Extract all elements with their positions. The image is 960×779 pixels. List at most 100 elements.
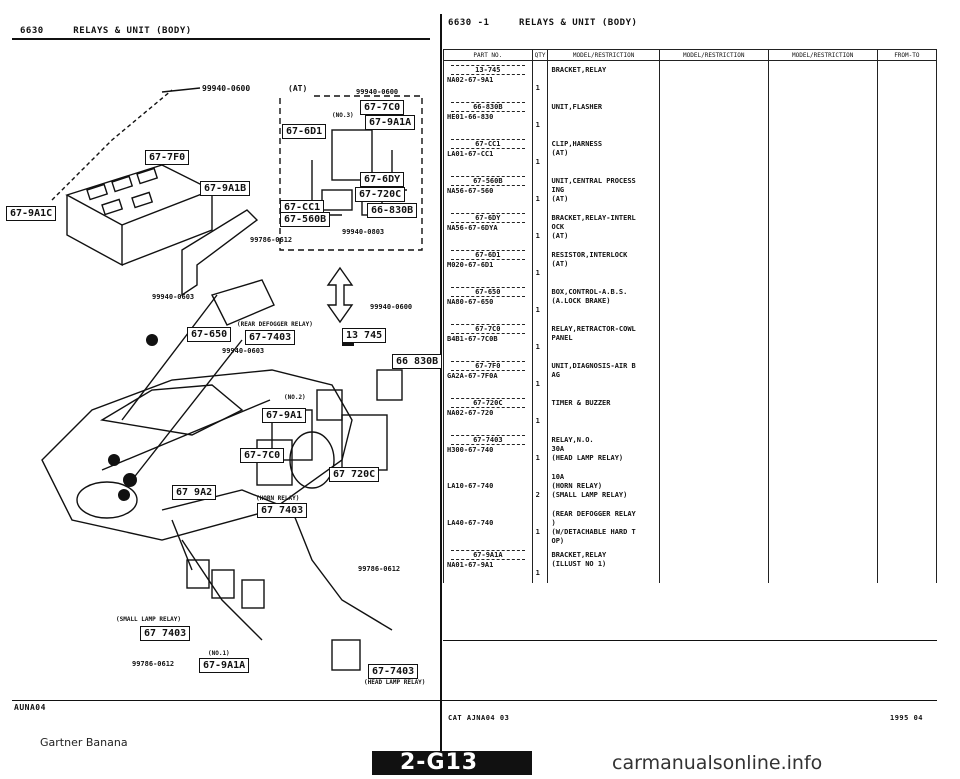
cell-description: RELAY,N.O. 30A (HEAD LAMP RELAY) [547,431,660,468]
cell-from-to [876,320,938,357]
description-text: (REAR DEFOGGER RELAY ) (W/DETACHABLE HAR… [551,510,636,545]
cell-model-2 [658,546,769,583]
description-text: UNIT,FLASHER [551,103,603,111]
cell-description: RESISTOR,INTERLOCK (AT) [547,246,660,283]
cell-qty: 1 [531,60,549,98]
part-label-head-lamp: (HEAD LAMP RELAY) [364,679,426,686]
cell-model-3 [767,320,878,357]
callout-67-9a1c: 67-9A1C [6,206,57,221]
cell-from-to [876,394,938,431]
part-number: M020-67-6D1 [447,261,494,269]
cell-model-2 [658,60,769,98]
cell-from-to [876,468,938,505]
cell-qty: 1 [531,209,549,246]
cell-model-3 [767,505,878,546]
cell-model-2 [658,468,769,505]
qty-value: 1 [535,84,540,92]
part-number: GA2A-67-7F0A [447,372,498,380]
col-model-restriction-3: MODEL/RESTRICTION [767,49,878,61]
cell-model-3 [767,394,878,431]
cell-model-3 [767,209,878,246]
callout-67-7403-head: 67-7403 [368,664,419,679]
part-number: H300-67-740 [447,446,494,454]
qty-value: 1 [535,380,540,388]
footer-left-code: AUNA04 [14,703,46,712]
watermark-right: carmanualsonline.info [612,752,823,774]
callout-67-560b: 67-560B [280,212,331,227]
description-text: RESISTOR,INTERLOCK (AT) [551,251,628,268]
cell-from-to [876,431,938,468]
cell-model-3 [767,60,878,98]
cell-model-2 [658,209,769,246]
watermark-left: Gartner Banana [40,736,128,749]
part-number: NA02-67-9A1 [447,76,494,84]
left-section-title: RELAYS & UNIT (BODY) [73,26,192,36]
cell-qty: 1 [531,357,549,394]
callout-66-830b: 66 830B [392,354,443,369]
part-label-99940-0803: 99940-0803 [342,228,385,236]
callout-67-720c: 67 720C [329,467,380,482]
qty-value: 1 [535,195,540,203]
cell-from-to [876,546,938,583]
right-section-number: 6630 -1 [448,18,490,28]
callout-67-7403-small: 67 7403 [140,626,191,641]
cell-from-to [876,60,938,98]
cell-from-to [876,172,938,209]
qty-value: 1 [535,343,540,351]
cell-description: UNIT,FLASHER [547,98,660,135]
cell-qty: 1 [531,98,549,135]
callout-67-6d1: 67-6D1 [282,124,327,139]
illustration-number: 67-7403 [451,435,525,445]
part-label-99940-0600-at: 99940-0600 [356,88,399,96]
description-text: RELAY,RETRACTOR-COWL PANEL [551,325,636,342]
illustration-number: 67-6D1 [451,250,525,260]
part-label-rear-defogger: (REAR DEFOGGER RELAY) [237,321,313,328]
cell-from-to [876,246,938,283]
illustration-number: 67-560B [451,176,525,186]
illustration-number: 67-CC1 [451,139,525,149]
description-text: BRACKET,RELAY-INTERL OCK (AT) [551,214,636,240]
callout-67-9a1a-at: 67-9A1A [365,115,416,130]
illustration-number: 67-9A1A [451,550,525,560]
description-text: 10A (HORN RELAY) (SMALL LAMP RELAY) [551,473,628,499]
qty-value: 1 [535,306,540,314]
illustration-number: 67-650 [451,287,525,297]
footer-rule [12,700,937,701]
col-from-to: FROM-TO [876,49,938,61]
part-number: LA40-67-740 [447,519,494,527]
qty-value: 1 [535,417,540,425]
cell-qty: 1 [531,246,549,283]
footer-cat: CAT AJNA04 03 [448,714,510,722]
cell-model-3 [767,98,878,135]
cell-qty: 1 [531,431,549,468]
col-model-restriction-2: MODEL/RESTRICTION [658,49,769,61]
diagram-artwork [41,87,423,671]
left-section-number: 6630 [20,26,44,36]
callout-66-830b-at: 66-830B [367,203,418,218]
table-header-row: PART NO. QTY MODEL/RESTRICTION MODEL/RES… [443,49,938,61]
cell-model-3 [767,283,878,320]
cell-qty: 1 [531,320,549,357]
illustration-number: 67-720C [451,398,525,408]
illustration-number: 13-745 [451,65,525,75]
page-divider [440,14,442,774]
left-header-rule [12,38,430,40]
cell-model-3 [767,468,878,505]
qty-value: 1 [535,158,540,166]
qty-value: 2 [535,491,540,499]
